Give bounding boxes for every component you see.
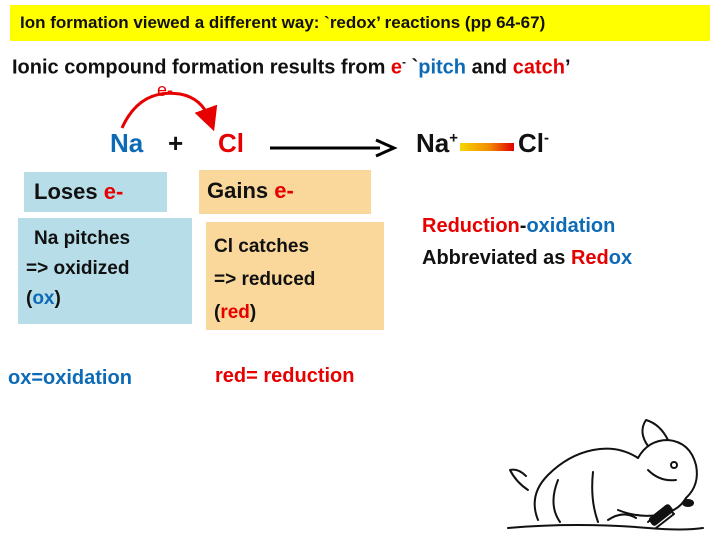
gains-e: e- [274, 178, 294, 203]
plus-sign: + [168, 128, 184, 158]
slide-title: Ion formation viewed a different way: `r… [20, 13, 546, 32]
na-pitches-box: Na pitches => oxidized (ox) [18, 218, 192, 324]
product-na: Na+ [416, 128, 458, 159]
cl-box-line2: => reduced [214, 269, 316, 290]
product-cl-symbol: Cl [518, 128, 544, 158]
reactant-na: Na [110, 128, 144, 158]
reaction-arrow [270, 138, 398, 158]
loses-e: e- [103, 179, 124, 204]
na-box-ox: ox [32, 288, 55, 309]
na-box-line3: (ox) [26, 284, 192, 314]
redox-red: Red [570, 247, 609, 269]
subtitle-and: and [466, 56, 513, 79]
ionic-bond-gradient [460, 143, 514, 151]
arrow-electron-label: e- [157, 80, 174, 100]
subtitle-prefix: Ionic compound formation results from [12, 56, 391, 79]
product-cl: Cl- [518, 128, 549, 159]
redox-reduction: Reduction [422, 215, 520, 237]
redox-ox: ox [608, 247, 633, 269]
subtitle: Ionic compound formation results from e-… [12, 55, 571, 80]
redox-line1: Reduction-oxidation [422, 210, 632, 242]
cl-catches-box: Cl catches => reduced (red) [206, 222, 384, 330]
redox-oxidation: oxidation [526, 215, 616, 237]
gains-text: Gains [207, 178, 275, 203]
na-box-close: ) [54, 288, 61, 309]
subtitle-middle: ` [406, 56, 419, 79]
cl-box-red: red [220, 302, 250, 323]
gains-electron-box: Gains e- [199, 170, 371, 214]
reactant-cl: Cl [218, 128, 244, 158]
subtitle-e-sup: - [402, 55, 407, 69]
subtitle-catch: catch [512, 56, 565, 79]
redox-dash: - [519, 215, 527, 237]
redox-line2: Abbreviated as Redox [422, 242, 632, 274]
subtitle-end: ’ [564, 56, 571, 79]
cartoon-dog-illustration [507, 419, 704, 531]
redox-abbr: Abbreviated as [422, 247, 571, 269]
red-definition: red= reduction [215, 365, 355, 387]
product-cl-charge: - [544, 129, 549, 147]
na-box-open: ( [26, 288, 33, 309]
na-box-line1: Na pitches [34, 228, 131, 249]
redox-note: Reduction-oxidation Abbreviated as Redox [422, 210, 632, 274]
product-na-charge: + [449, 129, 459, 147]
loses-electron-box: Loses e- [24, 172, 167, 212]
title-bar: Ion formation viewed a different way: `r… [10, 5, 710, 41]
product-na-symbol: Na [416, 128, 450, 158]
cl-box-close: ) [249, 302, 257, 323]
subtitle-e: e [390, 56, 403, 79]
subtitle-pitch: pitch [418, 56, 467, 79]
ox-definition: ox=oxidation [8, 367, 132, 389]
cl-box-line1: Cl catches [214, 236, 310, 257]
loses-text: Loses [34, 179, 104, 204]
cl-box-line3: (red) [214, 296, 384, 329]
cl-box-open: ( [214, 302, 221, 323]
na-box-line2: => oxidized [26, 258, 130, 279]
electron-transfer-arrow [120, 91, 218, 132]
